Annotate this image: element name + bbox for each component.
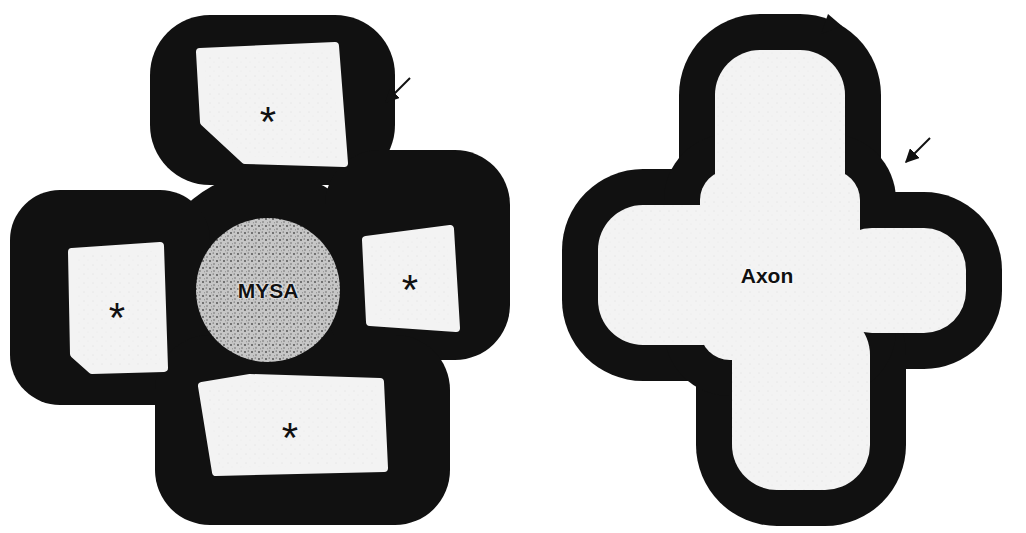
axon-interior <box>598 50 966 490</box>
asterisk-label: * <box>282 417 298 459</box>
mysa-circle: MYSA <box>195 217 341 363</box>
cytoplasm-pocket <box>72 46 456 472</box>
asterisk-label: * <box>260 101 276 143</box>
pointer-arrow <box>906 138 930 162</box>
node-label: MYSA <box>238 280 299 301</box>
stippled-circle <box>196 218 340 362</box>
asterisk-label: * <box>402 269 418 311</box>
arrowhead-marker <box>821 14 842 34</box>
axon-region: Axon <box>555 10 1005 530</box>
asterisk-label: * <box>109 297 125 339</box>
myelin-sheath <box>10 15 510 525</box>
node-label: Axon <box>741 265 794 286</box>
pointer-arrow <box>386 78 410 102</box>
myelin-sheath <box>562 14 1002 526</box>
